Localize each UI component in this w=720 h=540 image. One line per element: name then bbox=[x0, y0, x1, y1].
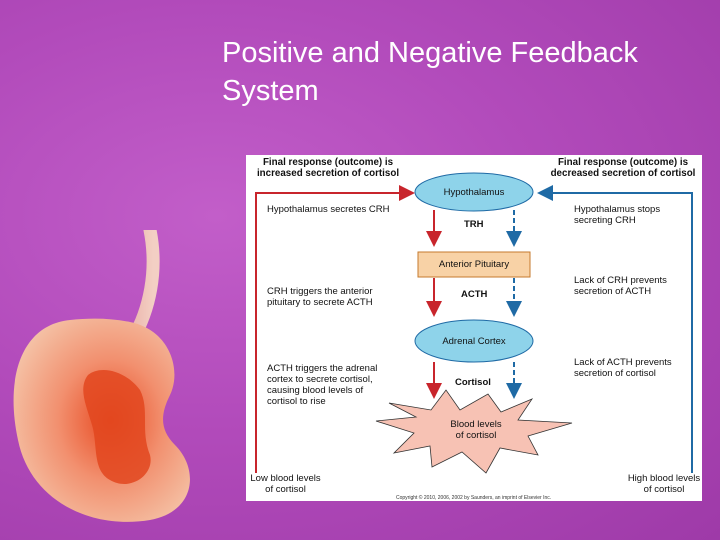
blood-levels-star bbox=[375, 389, 573, 474]
right-header: Final response (outcome) is decreased se… bbox=[550, 157, 696, 179]
hypothalamus-label: Hypothalamus bbox=[443, 186, 505, 198]
left-note-2: CRH triggers the anterior pituitary to s… bbox=[267, 286, 373, 308]
adrenal-gland-shape bbox=[83, 370, 151, 484]
right-note-1: Hypothalamus stops secreting CRH bbox=[574, 204, 661, 226]
positive-loop-arrow bbox=[255, 185, 415, 473]
left-header: Final response (outcome) is increased se… bbox=[256, 157, 400, 179]
anterior-pituitary-box bbox=[417, 251, 531, 278]
left-note-3: ACTH triggers the adrenal cortex to secr… bbox=[267, 363, 378, 407]
blood-levels-label: Blood levels of cortisol bbox=[450, 419, 502, 441]
adrenal-cortex-label: Adrenal Cortex bbox=[442, 335, 506, 347]
copyright-note: Copyright © 2010, 2006, 2002 by Saunders… bbox=[396, 495, 552, 501]
acth-label: ACTH bbox=[461, 289, 488, 300]
hypothalamus-oval bbox=[414, 172, 534, 212]
adrenal-cortex-oval bbox=[414, 319, 534, 363]
trh-label: TRH bbox=[464, 219, 484, 230]
left-note-1: Hypothalamus secretes CRH bbox=[267, 204, 390, 215]
feedback-diagram: Final response (outcome) is increased se… bbox=[246, 155, 702, 501]
right-note-2: Lack of CRH prevents secretion of ACTH bbox=[574, 275, 667, 297]
cortisol-label: Cortisol bbox=[455, 377, 491, 388]
slide-title: Positive and Negative Feedback System bbox=[222, 37, 638, 107]
right-note-3: Lack of ACTH prevents secretion of corti… bbox=[574, 357, 672, 379]
high-blood-levels-label: High blood levels of cortisol bbox=[627, 473, 701, 495]
negative-loop-arrow bbox=[537, 185, 693, 473]
low-blood-levels-label: Low blood levels of cortisol bbox=[250, 473, 321, 495]
kidney-illustration bbox=[13, 230, 190, 522]
diagram-graphics bbox=[255, 172, 693, 474]
anterior-pituitary-label: Anterior Pituitary bbox=[438, 259, 510, 270]
